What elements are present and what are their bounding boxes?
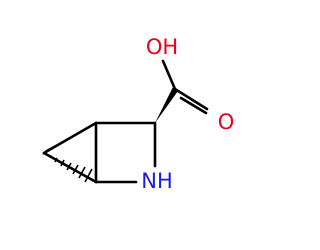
oxygen-carbonyl-label: O (218, 110, 235, 134)
bond-carboxyl-c-oh (161, 59, 177, 91)
hashed-bond-bottom-bridgehead (49, 156, 93, 183)
bond-carbonyl-1 (173, 87, 209, 111)
molecule-structure: OH O NH (42, 35, 235, 193)
wedge-bond-carboxyl (155, 87, 178, 123)
oxygen-hydroxyl-label: OH (146, 35, 178, 59)
bond-carbonyl-2 (179, 96, 208, 115)
nitrogen-label: NH (141, 169, 173, 193)
wedge-bond-top-bridgehead (42, 123, 96, 155)
